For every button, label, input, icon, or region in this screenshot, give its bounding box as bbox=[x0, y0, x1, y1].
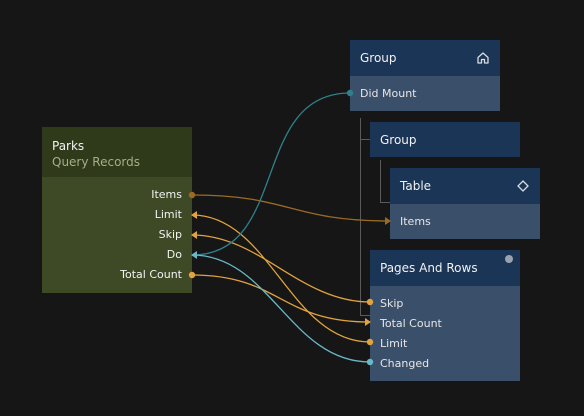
port-dot-changed bbox=[366, 358, 374, 366]
port-dot-skip bbox=[366, 298, 374, 306]
node-title: Pages And Rows bbox=[380, 261, 478, 275]
pages-node-body: Skip Total Count Limit Changed bbox=[370, 286, 520, 381]
wire-limit-arrow bbox=[191, 211, 197, 219]
group-node[interactable]: Group Did Mount bbox=[350, 40, 500, 111]
output-port-did-mount[interactable]: Did Mount bbox=[360, 87, 417, 100]
input-port-items[interactable]: Items bbox=[400, 215, 431, 228]
tree-line-group2 bbox=[380, 160, 381, 202]
input-port-skip[interactable]: Skip bbox=[158, 228, 182, 241]
node-title: Parks bbox=[52, 139, 85, 153]
tree-line-group bbox=[360, 118, 361, 316]
wire-skip[interactable] bbox=[191, 234, 371, 303]
input-port-total-count[interactable]: Total Count bbox=[380, 317, 442, 330]
port-dot-limit bbox=[366, 338, 374, 346]
wire-limit[interactable] bbox=[191, 214, 371, 343]
wire-changed[interactable] bbox=[191, 254, 371, 363]
group-node-child[interactable]: Group bbox=[370, 122, 520, 157]
node-subtitle: Query Records bbox=[52, 155, 140, 169]
home-icon bbox=[477, 52, 489, 64]
table-node-header[interactable]: Table bbox=[390, 168, 540, 204]
output-port-changed[interactable]: Changed bbox=[380, 357, 430, 370]
tree-branch-group2 bbox=[360, 139, 370, 140]
table-node[interactable]: Table Items bbox=[390, 168, 540, 239]
status-dot-icon bbox=[505, 255, 513, 263]
wire-total-count[interactable] bbox=[191, 274, 371, 323]
node-title: Table bbox=[400, 179, 432, 193]
parks-query-records-node[interactable]: Parks Query Records Items Limit Skip Do … bbox=[42, 127, 192, 293]
wire-items-to-table[interactable] bbox=[191, 194, 391, 222]
pages-and-rows-node[interactable]: Pages And Rows Skip Total Count Limit Ch… bbox=[370, 250, 520, 381]
port-dot-did-mount bbox=[346, 89, 354, 97]
node-title: Group bbox=[380, 133, 417, 147]
output-port-items[interactable]: Items bbox=[151, 188, 182, 201]
input-port-skip[interactable]: Skip bbox=[380, 297, 404, 310]
wire-skip-arrow bbox=[191, 231, 197, 239]
parks-node-header[interactable]: Parks Query Records bbox=[42, 127, 192, 177]
output-port-total-count[interactable]: Total Count bbox=[120, 268, 182, 281]
tree-branch-table bbox=[380, 202, 390, 203]
group-node-body: Did Mount bbox=[350, 76, 500, 111]
input-port-limit[interactable]: Limit bbox=[380, 337, 408, 350]
port-dot-items bbox=[188, 191, 196, 199]
table-node-body: Items bbox=[390, 204, 540, 239]
tree-branch-pages bbox=[360, 315, 370, 316]
wire-did-mount[interactable] bbox=[191, 92, 351, 256]
group-node-header[interactable]: Group bbox=[370, 122, 520, 157]
wire-do-arrow bbox=[191, 251, 197, 259]
input-port-do[interactable]: Do bbox=[166, 248, 182, 261]
pages-node-header[interactable]: Pages And Rows bbox=[370, 250, 520, 286]
wire-items-arrow bbox=[385, 217, 391, 225]
node-title: Group bbox=[360, 51, 397, 65]
group-node-header[interactable]: Group bbox=[350, 40, 500, 76]
diamond-icon bbox=[517, 180, 529, 192]
port-dot-total-count bbox=[188, 271, 196, 279]
input-port-limit[interactable]: Limit bbox=[154, 208, 182, 221]
wire-total-count-arrow bbox=[365, 318, 371, 326]
